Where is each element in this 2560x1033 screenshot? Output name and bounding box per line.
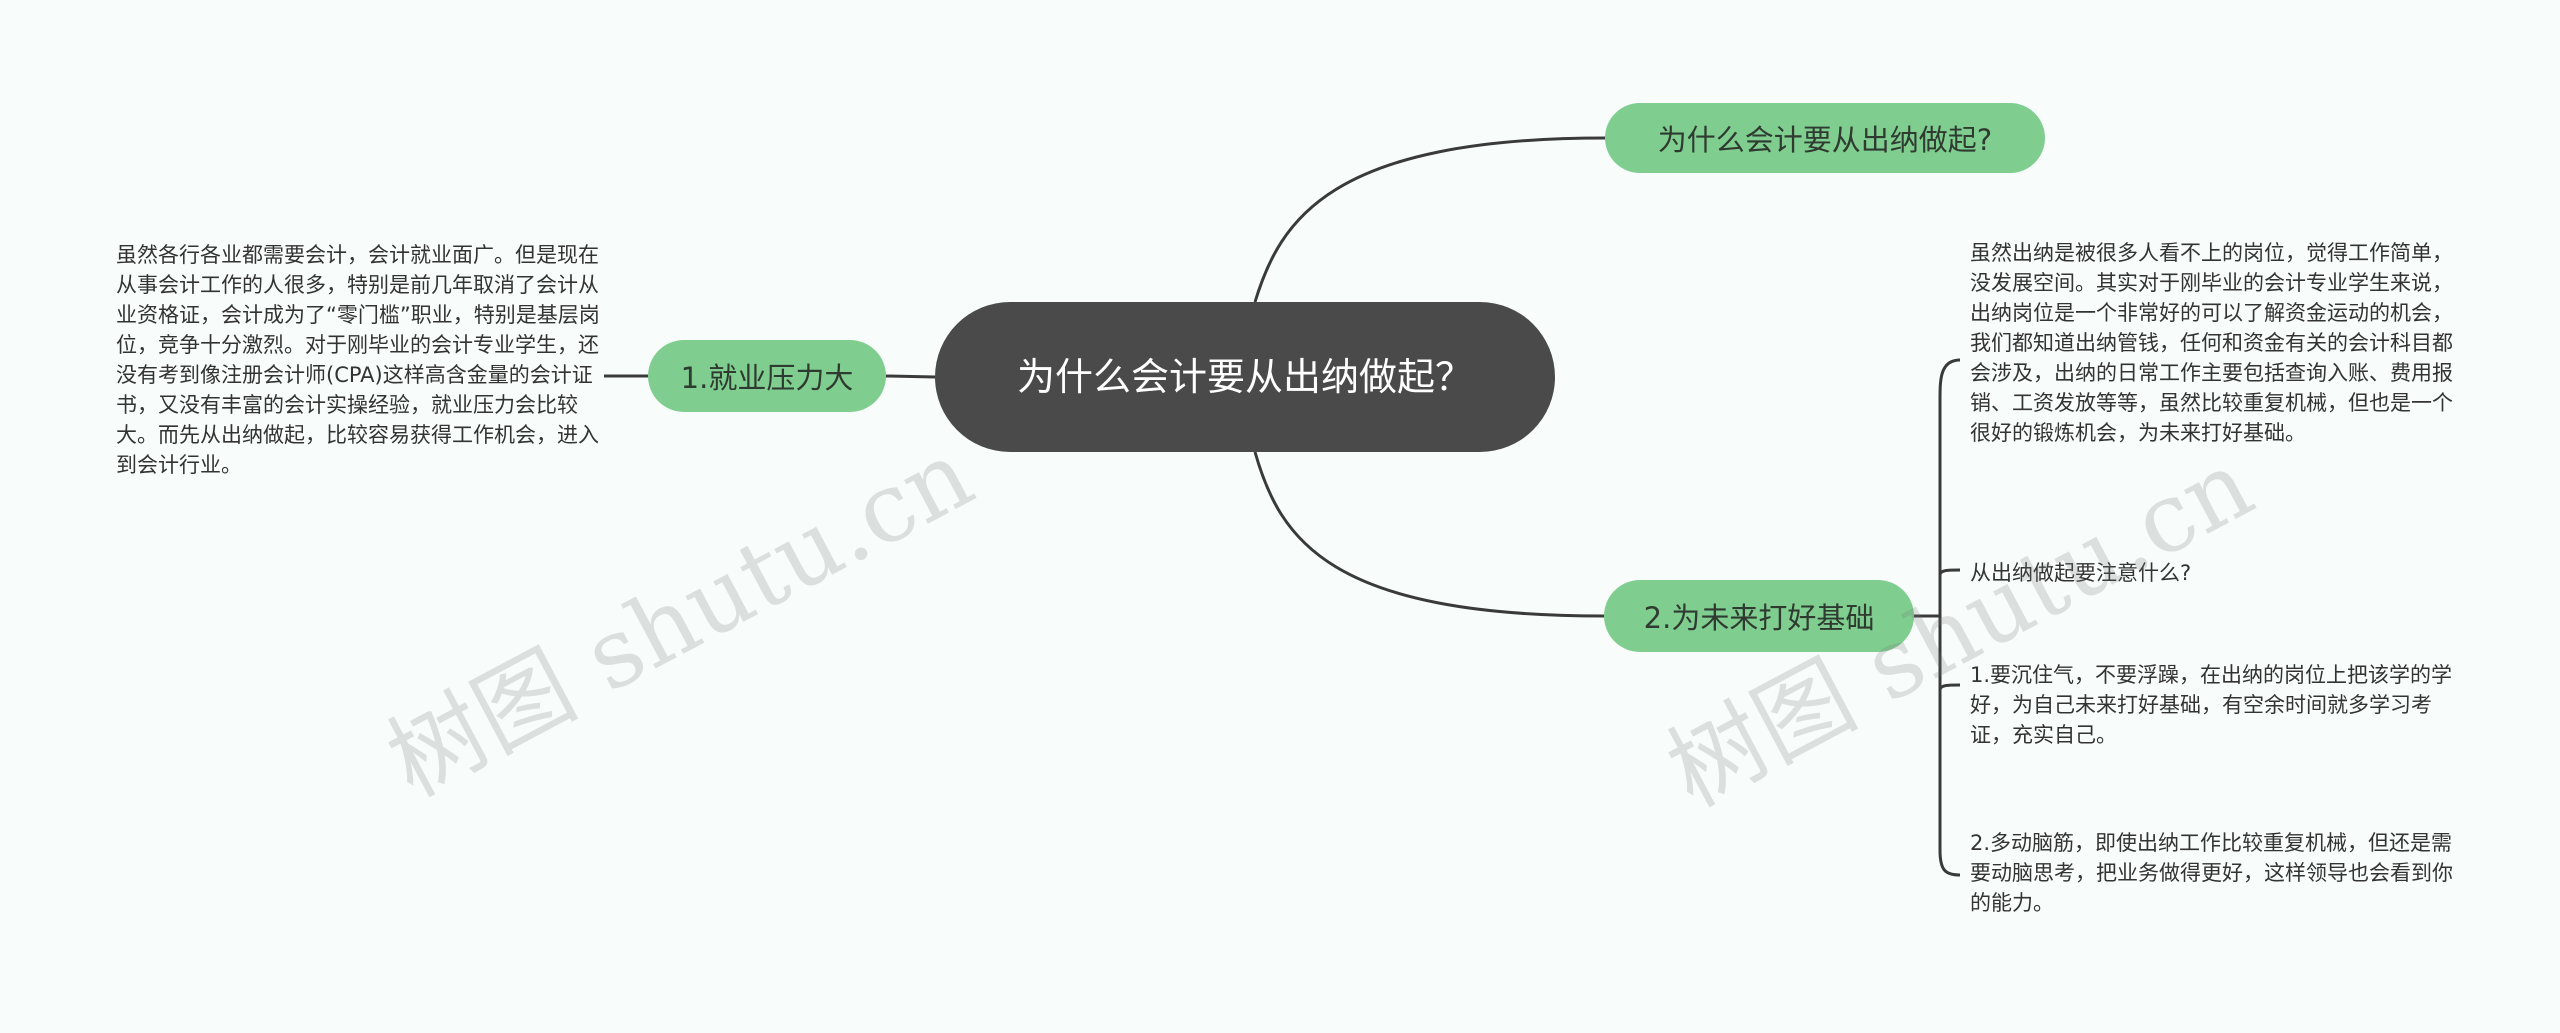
branch-future-foundation[interactable]: 2.为未来打好基础 [1604,580,1914,652]
link-center-top [1253,136,1606,303]
branch-why-start-cashier[interactable]: 为什么会计要从出纳做起? [1605,103,2045,173]
central-topic-label: 为什么会计要从出纳做起？ [1016,355,1473,399]
branch-employment-pressure[interactable]: 1.就业压力大 [648,340,886,412]
leaf-cashier-value: 虽然出纳是被很多人看不上的岗位，觉得工作简单，没发展空间。其实对于刚毕业的会计专… [1970,241,2453,445]
bracket-right [1938,358,1961,877]
leaf-tip-1: 1.要沉住气，不要浮躁，在出纳的岗位上把该学的学好，为自己未来打好基础，有空余时… [1970,663,2453,747]
leaf-tip-2: 2.多动脑筋，即使出纳工作比较重复机械，但还是需要动脑思考，把业务做得更好，这样… [1970,831,2453,915]
leaf-employment-detail: 虽然各行各业都需要会计，会计就业面广。但是现在从事会计工作的人很多，特别是前几年… [116,243,600,477]
branch-label: 2.为未来打好基础 [1643,601,1875,635]
leaf-what-to-note: 从出纳做起要注意什么? [1970,561,2192,585]
link-center-right [1253,451,1605,618]
branch-label: 为什么会计要从出纳做起? [1657,123,1993,157]
central-topic[interactable]: 为什么会计要从出纳做起？ [935,302,1555,452]
branch-label: 1.就业压力大 [680,361,854,395]
link-center-left [885,374,936,379]
